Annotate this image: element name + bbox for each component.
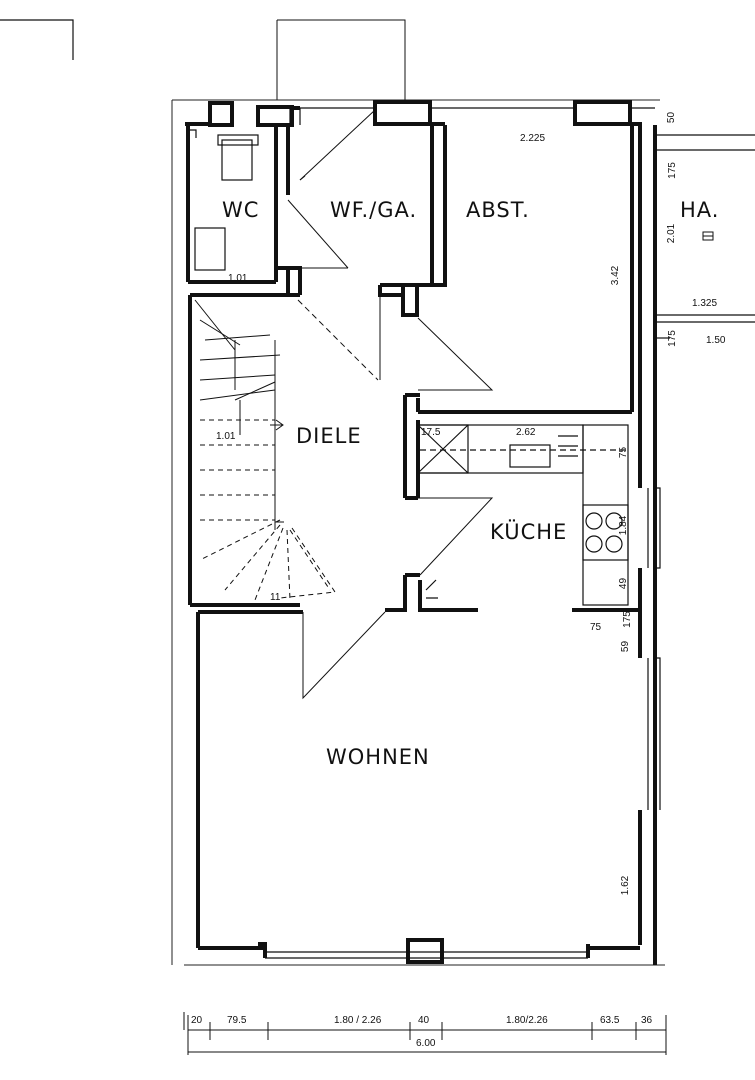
- walls: [185, 100, 657, 965]
- dim-kitchen-width: 2.62: [516, 427, 536, 438]
- dim-bottom-635: 63.5: [600, 1015, 620, 1026]
- dim-bottom-20: 20: [191, 1015, 203, 1026]
- dim-bottom-window2: 1.80/2.26: [506, 1015, 548, 1026]
- dim-bottom-40: 40: [418, 1015, 430, 1026]
- dim-total-width: 6.00: [416, 1038, 436, 1049]
- dim-wohnen-side: 1.62: [620, 875, 632, 896]
- corner-mark: [0, 19, 74, 60]
- room-label-abst: ABST.: [466, 198, 530, 222]
- dim-wc-width: 1.01: [228, 273, 248, 284]
- room-label-wohnen: WOHNEN: [326, 745, 430, 769]
- dim-side-mid: 175: [666, 162, 678, 179]
- windows: [265, 107, 755, 959]
- dim-kitchen-side: 1.84: [618, 515, 630, 536]
- dim-stair-width: 1.01: [216, 431, 236, 442]
- dim-wall-59: 59: [620, 640, 632, 653]
- ha-meter-icon: [702, 231, 714, 241]
- kitchen-counter: [417, 424, 629, 606]
- dim-side-low: 175: [666, 330, 678, 347]
- dim-kitchen-left: 17.5: [421, 427, 441, 438]
- dim-abst-width: 2.225: [520, 133, 546, 144]
- dim-bottom-window1: 1.80 / 2.26: [334, 1015, 382, 1026]
- dim-kitchen-bottom: 75: [590, 622, 602, 633]
- dim-kitchen-depth: 75: [618, 446, 630, 459]
- room-label-wc: WC: [222, 198, 260, 222]
- dim-abst-height: 3.42: [610, 265, 622, 286]
- dim-bottom-795: 79.5: [227, 1015, 247, 1026]
- room-label-ha: HA.: [680, 198, 720, 222]
- dimension-lines: [183, 1012, 667, 1055]
- door-swings: [287, 109, 494, 700]
- dim-kitchen-corner: 175: [621, 611, 633, 628]
- dim-ha-right: 1.50: [706, 335, 726, 346]
- dim-kitchen-low: 49: [618, 577, 630, 590]
- room-label-wf-ga: WF./GA.: [330, 198, 418, 222]
- staircase: [194, 299, 336, 601]
- dim-stair-mark: 11: [270, 592, 281, 603]
- room-label-kueche: KÜCHE: [490, 520, 568, 544]
- outer-border: [171, 99, 665, 966]
- dim-ha-width: 1.325: [692, 298, 718, 309]
- dim-side-top: 50: [666, 111, 678, 124]
- dim-ha-height: 2.01: [666, 223, 678, 244]
- entrance-canopy: [276, 19, 406, 100]
- wc-fixtures: [188, 129, 259, 271]
- room-label-diele: DIELE: [296, 424, 362, 448]
- dim-bottom-36: 36: [641, 1015, 653, 1026]
